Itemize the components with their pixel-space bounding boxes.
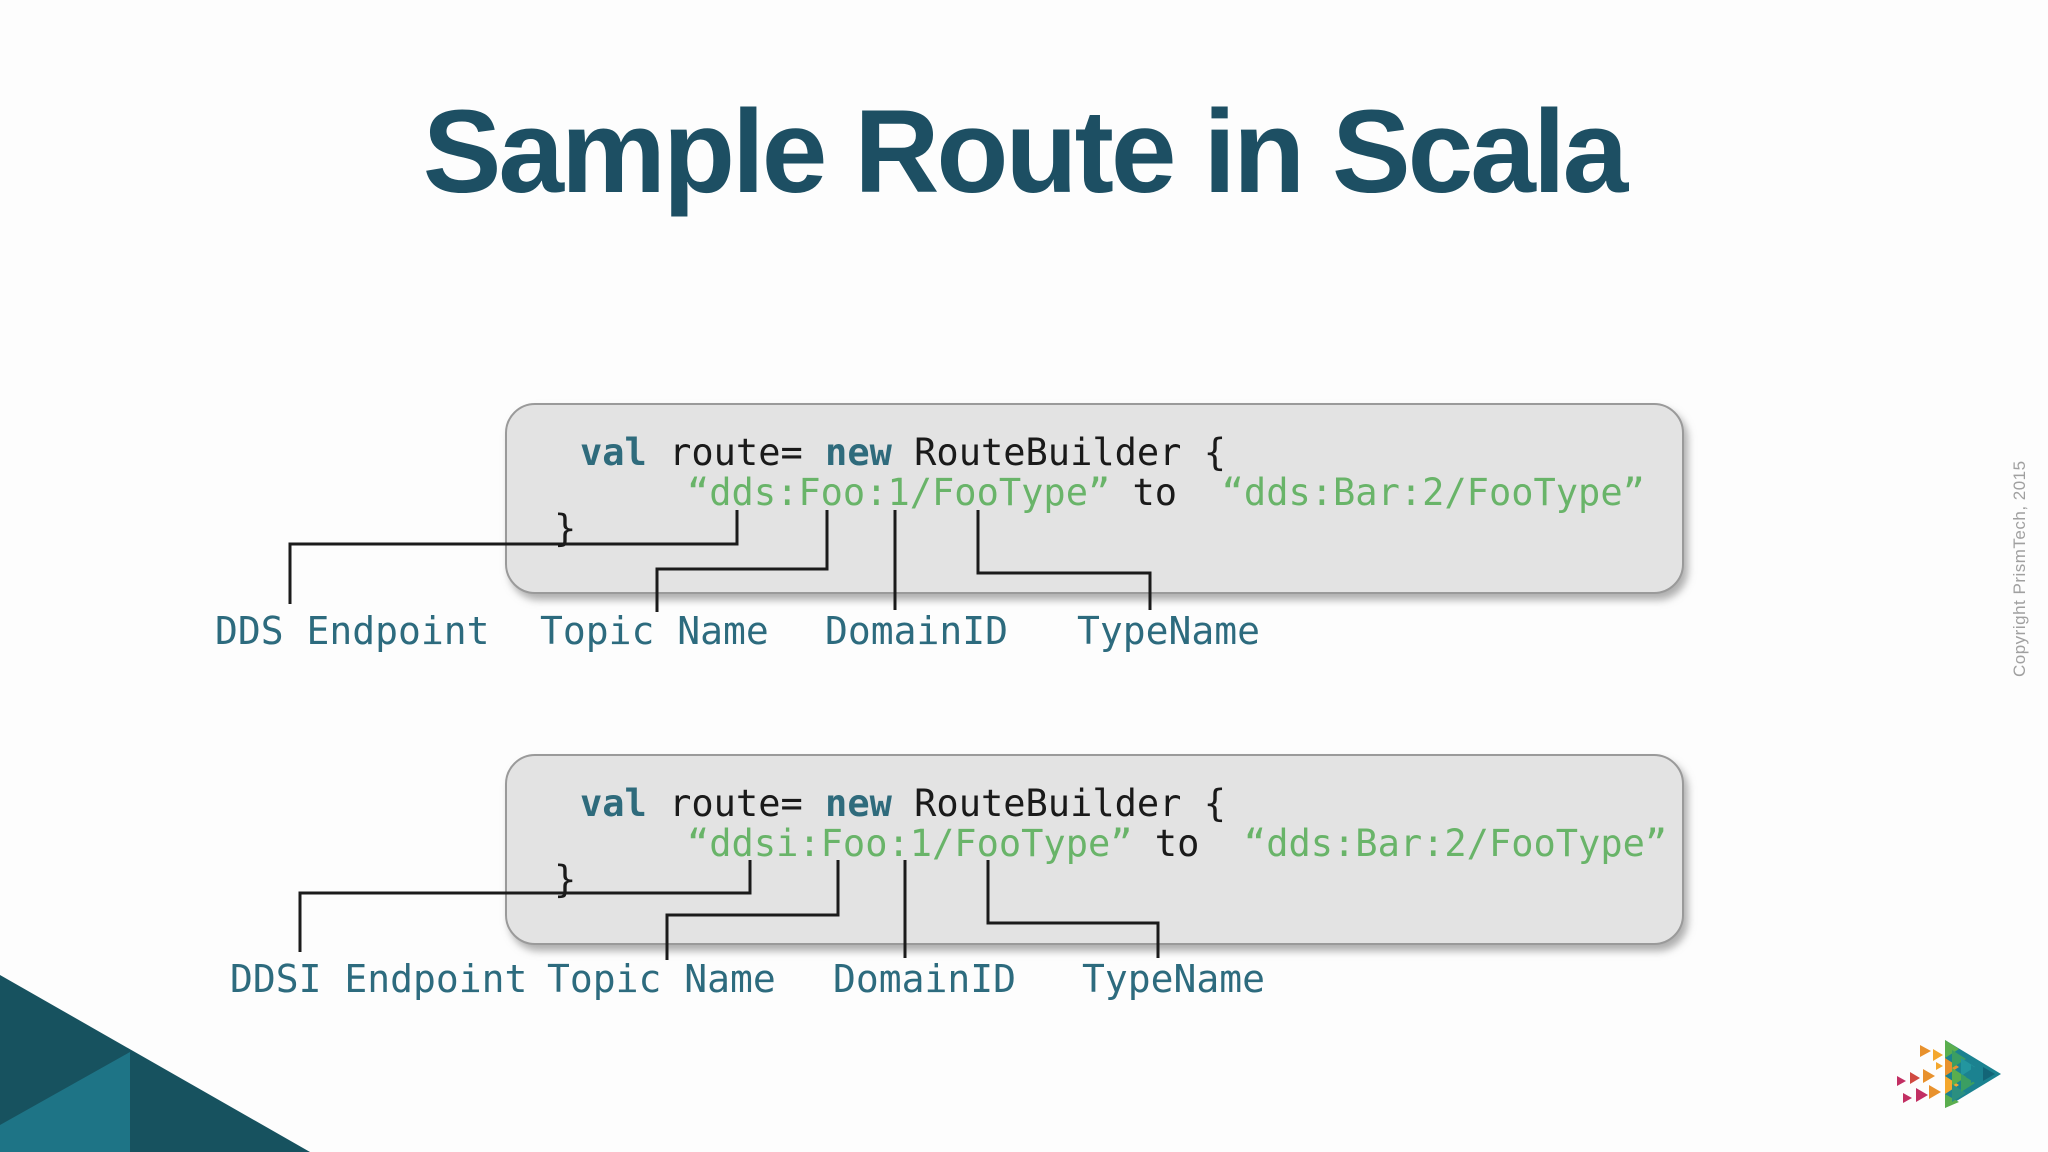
- to-operator: to: [1132, 822, 1244, 865]
- dds-target-string: “dds:Bar:2/FooType”: [1243, 822, 1668, 865]
- corner-triangles-decoration: [0, 975, 310, 1152]
- code-text: RouteBuilder {: [891, 431, 1227, 474]
- label-dds-endpoint: DDS Endpoint: [215, 609, 490, 653]
- label-domainid-2: DomainID: [833, 957, 1017, 1001]
- label-typename-1: TypeName: [1077, 609, 1261, 653]
- keyword-val: val: [580, 431, 647, 474]
- code-line-declaration: val route= new RouteBuilder {: [580, 784, 1226, 824]
- code-line-closing-brace: }: [554, 858, 577, 901]
- code-line-closing-brace: }: [554, 507, 577, 550]
- dds-endpoint-string: “dds:Foo:1/FooType”: [687, 471, 1111, 514]
- code-block-dds: val route= new RouteBuilder { “dds:Foo:1…: [505, 403, 1684, 594]
- code-text: RouteBuilder {: [891, 782, 1227, 825]
- label-domainid-1: DomainID: [825, 609, 1009, 653]
- keyword-new: new: [825, 782, 892, 825]
- code-line-route: “ddsi:Foo:1/FooType” to “dds:Bar:2/FooTy…: [687, 824, 1667, 864]
- to-operator: to: [1110, 471, 1222, 514]
- code-block-ddsi: val route= new RouteBuilder { “ddsi:Foo:…: [505, 754, 1684, 945]
- label-topic-name-2: Topic Name: [547, 957, 776, 1001]
- label-ddsi-endpoint: DDSI Endpoint: [230, 957, 528, 1001]
- code-text: route=: [646, 782, 826, 825]
- code-line-declaration: val route= new RouteBuilder {: [580, 433, 1226, 473]
- page-title: Sample Route in Scala: [422, 86, 1629, 218]
- prismtech-logo-icon: [1897, 1040, 2001, 1108]
- code-text: route=: [646, 431, 826, 474]
- code-line-route: “dds:Foo:1/FooType” to “dds:Bar:2/FooTyp…: [687, 473, 1645, 513]
- label-topic-name-1: Topic Name: [540, 609, 769, 653]
- ddsi-endpoint-string: “ddsi:Foo:1/FooType”: [687, 822, 1133, 865]
- copyright-notice: Copyright PrismTech, 2015: [2010, 460, 2029, 677]
- dds-target-string: “dds:Bar:2/FooType”: [1221, 471, 1645, 514]
- keyword-new: new: [825, 431, 892, 474]
- label-typename-2: TypeName: [1082, 957, 1266, 1001]
- keyword-val: val: [580, 782, 647, 825]
